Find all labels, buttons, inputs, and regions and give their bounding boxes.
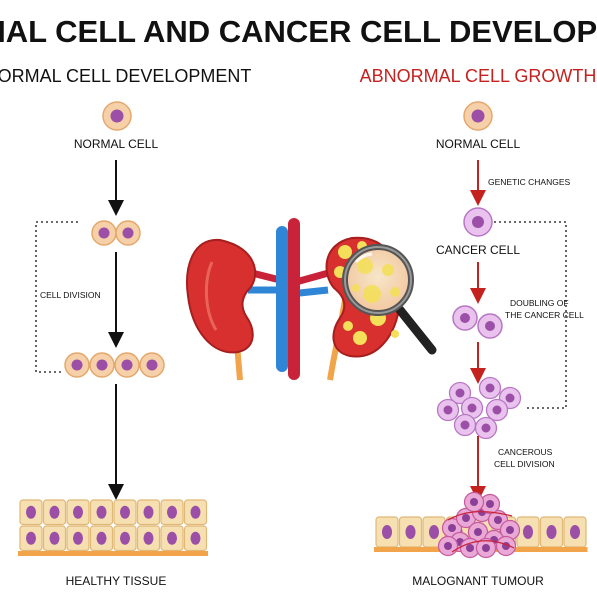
- cancerous-label-2: CELL DIVISION: [494, 459, 555, 469]
- tumour-mass: [437, 491, 521, 559]
- genetic-changes-label: GENETIC CHANGES: [488, 177, 571, 187]
- tissue-nucleus: [49, 531, 60, 545]
- tissue-nucleus: [26, 505, 36, 519]
- doubling-label-2: THE CANCER CELL: [505, 310, 584, 320]
- cancerous-label-1: CANCEROUS: [498, 447, 553, 457]
- tissue-nucleus: [96, 505, 107, 519]
- tissue-nucleus: [49, 505, 60, 519]
- magnifying-glass-icon: [342, 244, 437, 355]
- right-division-bracket: [494, 221, 567, 409]
- tissue-nucleus: [143, 505, 154, 519]
- left-division-bracket: [35, 221, 78, 373]
- malignant-tumour-label: MALOGNANT TUMOUR: [412, 574, 544, 588]
- tissue-nucleus: [120, 505, 130, 519]
- tissue-nucleus: [73, 531, 83, 545]
- tissue-nucleus: [190, 531, 201, 545]
- page-title: NORMAL CELL AND CANCER CELL DEVELOPMENT: [0, 14, 597, 49]
- tissue-nucleus: [120, 531, 130, 545]
- cancer-cell-cluster: [436, 376, 522, 440]
- left-heading: NORMAL CELL DEVELOPMENT: [0, 66, 251, 86]
- cancer-cell-label: CANCER CELL: [436, 243, 520, 257]
- tissue-nucleus: [96, 531, 107, 545]
- left-normal-cell-label: NORMAL CELL: [74, 137, 159, 151]
- right-heading: ABNORMAL CELL GROWTH: [360, 66, 597, 86]
- doubling-label-1: DOUBLING OF: [510, 298, 569, 308]
- kidney-illustration: [186, 218, 437, 381]
- healthy-tissue: [18, 499, 208, 556]
- tissue-nucleus: [73, 505, 83, 519]
- left-four-cells: [64, 352, 165, 378]
- right-normal-cell-label: NORMAL CELL: [436, 137, 521, 151]
- cancer-cell: [463, 207, 493, 237]
- left-normal-cell: [102, 101, 132, 131]
- tissue-nucleus: [143, 531, 154, 545]
- right-normal-cell: [463, 101, 493, 131]
- healthy-tissue-label: HEALTHY TISSUE: [66, 574, 167, 588]
- two-cancer-cells: [452, 305, 503, 339]
- tissue-nucleus: [26, 531, 36, 545]
- tissue-nucleus: [167, 505, 177, 519]
- left-two-cells: [91, 220, 141, 246]
- tissue-nucleus: [167, 531, 177, 545]
- healthy-kidney: [186, 238, 257, 354]
- cell-division-label: CELL DIVISION: [40, 290, 101, 300]
- tissue-nucleus: [190, 505, 201, 519]
